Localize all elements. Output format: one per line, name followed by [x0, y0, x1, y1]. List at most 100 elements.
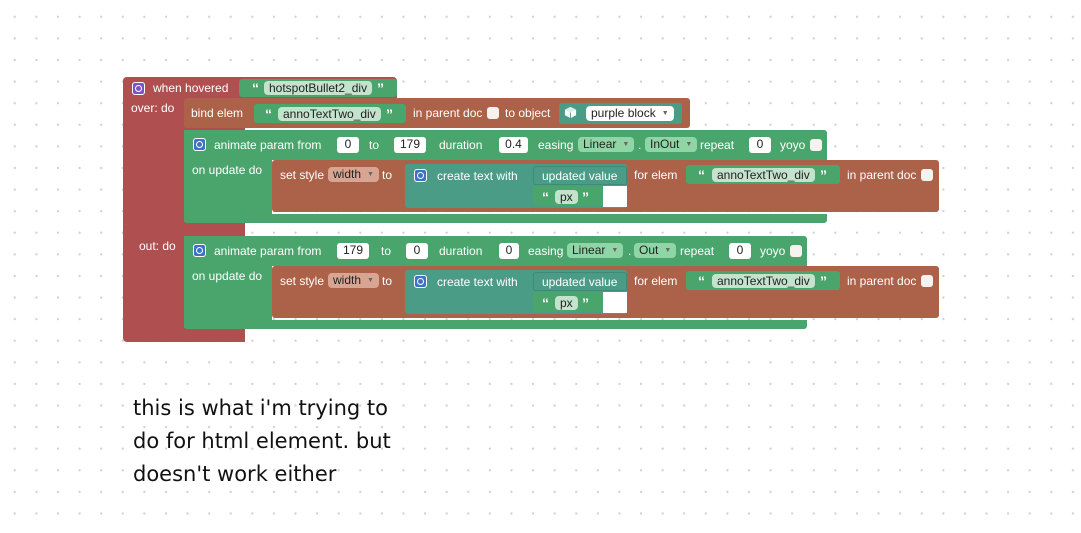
animate-over-mode-text: InOut: [650, 137, 680, 151]
for-elem-out-in-parent-checkbox[interactable]: [921, 275, 933, 287]
create-text-over-label: create text with: [437, 169, 518, 183]
when-hovered-footer: [123, 333, 245, 342]
over-do-label: over: do: [131, 101, 175, 115]
set-style-out-label: set style: [280, 274, 325, 288]
cube-icon: [564, 106, 577, 119]
unit-over-text[interactable]: px: [555, 190, 578, 204]
quote-close-icon: ”: [820, 167, 827, 183]
updated-value-out-block[interactable]: [533, 272, 627, 291]
chevron-down-icon: ▼: [664, 246, 672, 254]
quote-close-icon: ”: [386, 106, 393, 122]
animate-over-repeat-label: repeat: [700, 138, 735, 152]
to-object-label: to object: [505, 106, 551, 120]
set-style-over-to-label: to: [382, 168, 393, 182]
animate-over-easing-label: easing: [538, 138, 574, 152]
set-style-out-to-label: to: [382, 274, 393, 288]
object-dropdown-text: purple block: [591, 106, 656, 120]
gear-icon[interactable]: [132, 82, 145, 95]
animate-over-dot: .: [638, 138, 642, 152]
animate-over-easing-text: Linear: [583, 137, 617, 151]
gear-icon[interactable]: [193, 138, 206, 151]
animate-out-from-input[interactable]: 179: [337, 243, 369, 259]
animate-over-yoyo-label: yoyo: [780, 138, 806, 152]
for-elem-over-text[interactable]: annoTextTwo_div: [712, 168, 815, 182]
set-style-over-property-text: width: [333, 167, 362, 181]
animate-out-mode-dropdown[interactable]: Out ▼: [634, 243, 677, 258]
animate-over-on-update-label: on update do: [192, 163, 263, 177]
for-elem-over-in-parent-label: in parent doc: [847, 168, 917, 182]
out-do-label: out: do: [139, 239, 176, 253]
note-text: this is what i'm trying to do for html e…: [133, 392, 391, 491]
quote-open-icon: “: [698, 273, 705, 289]
object-dropdown[interactable]: purple block▼: [586, 106, 674, 121]
animate-out-yoyo-label: yoyo: [760, 244, 786, 258]
for-elem-over-in-parent-checkbox[interactable]: [921, 169, 933, 181]
note-line: this is what i'm trying to: [133, 396, 388, 420]
quote-close-icon: ”: [582, 295, 589, 311]
animate-over-label: animate param from: [214, 138, 322, 152]
animate-over-to-label: to: [369, 138, 380, 152]
animate-out-footer: [184, 320, 807, 329]
gear-icon[interactable]: [414, 169, 427, 182]
updated-value-out-label: updated value: [542, 275, 618, 289]
for-elem-out-in-parent-label: in parent doc: [847, 274, 917, 288]
quote-open-icon: “: [542, 295, 549, 311]
for-elem-out-text[interactable]: annoTextTwo_div: [712, 274, 815, 288]
updated-value-over-label: updated value: [542, 169, 618, 183]
set-style-out-property-text: width: [333, 273, 362, 287]
quote-close-icon: ”: [377, 80, 384, 96]
animate-over-duration-label: duration: [439, 138, 483, 152]
bind-elem-text[interactable]: annoTextTwo_div: [278, 107, 381, 121]
chevron-down-icon: ▼: [611, 246, 619, 254]
animate-out-easing-dropdown[interactable]: Linear ▼: [567, 243, 624, 258]
bind-in-parent-checkbox[interactable]: [487, 107, 499, 119]
animate-over-to-input[interactable]: 179: [394, 137, 426, 153]
when-hovered-label: when hovered: [153, 81, 229, 95]
empty-slot-out[interactable]: [603, 292, 627, 313]
quote-open-icon: “: [542, 189, 549, 205]
animate-out-dot: .: [628, 244, 632, 258]
note-line: doesn't work either: [133, 462, 337, 486]
animate-out-easing-label: easing: [528, 244, 564, 258]
animate-over-duration-input[interactable]: 0.4: [499, 137, 528, 153]
animate-out-on-update-label: on update do: [192, 269, 263, 283]
for-elem-out-label: for elem: [634, 274, 678, 288]
animate-over-yoyo-checkbox[interactable]: [810, 139, 822, 151]
gear-icon[interactable]: [414, 275, 427, 288]
quote-open-icon: “: [252, 80, 259, 96]
animate-out-label: animate param from: [214, 244, 322, 258]
animate-out-repeat-label: repeat: [680, 244, 715, 258]
animate-over-from-input[interactable]: 0: [337, 137, 359, 153]
unit-out-text[interactable]: px: [555, 296, 578, 310]
set-style-over-property-dropdown[interactable]: width ▼: [328, 167, 379, 182]
chevron-down-icon: ▼: [367, 276, 374, 284]
animate-out-easing-text: Linear: [572, 243, 606, 257]
chevron-down-icon: ▼: [367, 170, 374, 178]
animate-out-duration-label: duration: [439, 244, 483, 258]
bind-elem-label: bind elem: [191, 106, 244, 120]
animate-out-mode-text: Out: [639, 243, 659, 257]
animate-over-repeat-input[interactable]: 0: [749, 137, 771, 153]
create-text-out-label: create text with: [437, 275, 518, 289]
chevron-down-icon: ▼: [685, 140, 693, 148]
empty-slot-over[interactable]: [603, 186, 627, 207]
set-style-out-property-dropdown[interactable]: width ▼: [328, 273, 379, 288]
quote-open-icon: “: [265, 106, 272, 122]
animate-out-block[interactable]: [184, 236, 807, 266]
chevron-down-icon: ▼: [622, 140, 630, 148]
animate-over-easing-dropdown[interactable]: Linear ▼: [578, 137, 635, 152]
gear-icon[interactable]: [193, 244, 206, 257]
quote-close-icon: ”: [582, 189, 589, 205]
animate-out-yoyo-checkbox[interactable]: [790, 245, 802, 257]
quote-open-icon: “: [698, 167, 705, 183]
bind-in-parent-label: in parent doc: [413, 106, 483, 120]
animate-out-to-input[interactable]: 0: [406, 243, 428, 259]
animate-over-mode-dropdown[interactable]: InOut ▼: [645, 137, 698, 152]
set-style-over-label: set style: [280, 168, 325, 182]
quote-close-icon: ”: [820, 273, 827, 289]
animate-out-repeat-input[interactable]: 0: [729, 243, 751, 259]
animate-out-to-label: to: [381, 244, 392, 258]
updated-value-over-block[interactable]: [533, 166, 627, 185]
hover-target-text[interactable]: hotspotBullet2_div: [264, 81, 373, 95]
animate-out-duration-input[interactable]: 0: [499, 243, 519, 259]
